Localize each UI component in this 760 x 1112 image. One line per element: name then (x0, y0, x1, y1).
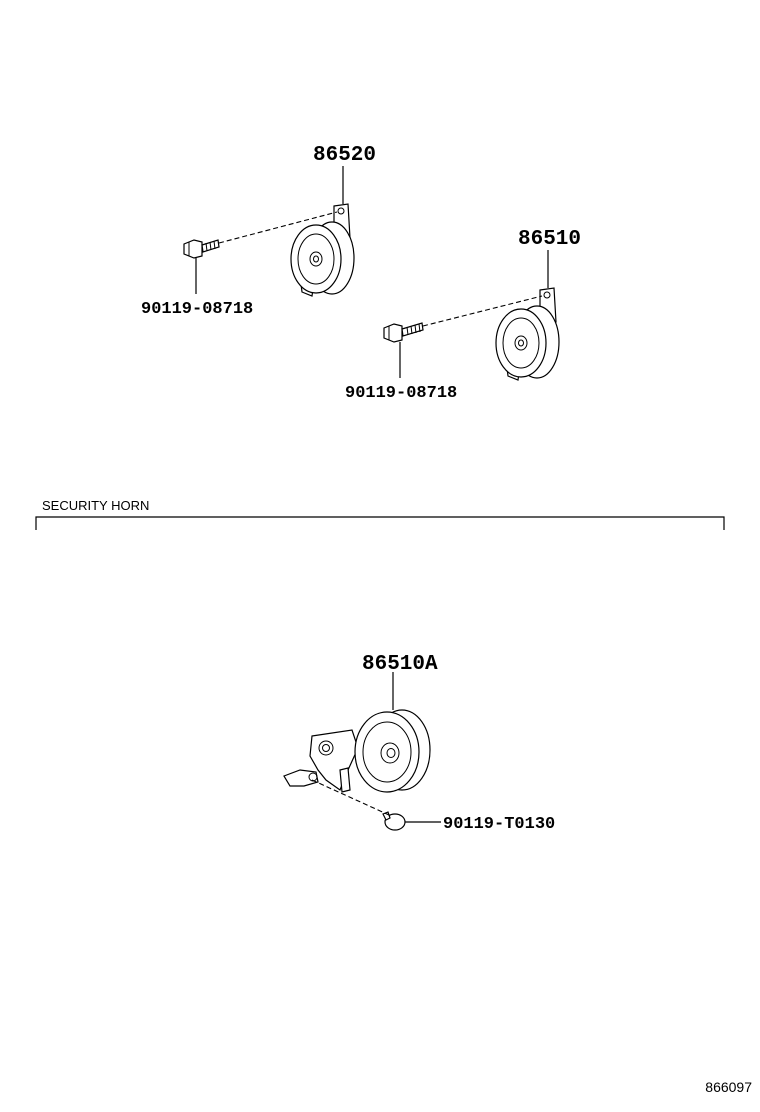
bolt-security[interactable] (382, 811, 406, 831)
assembly-line-middle (422, 295, 543, 327)
part-number-86510: 86510 (518, 228, 581, 251)
assembly-line-upper (218, 211, 338, 244)
horn-86520[interactable] (290, 203, 355, 297)
horn-86510[interactable] (495, 287, 560, 381)
section-title-security-horn: SECURITY HORN (42, 498, 149, 513)
horn-86510a[interactable] (283, 709, 431, 793)
section-bracket (35, 516, 725, 530)
bolt-middle[interactable] (383, 322, 424, 343)
part-number-bolt-security: 90119-T0130 (443, 815, 555, 834)
diagram-reference-number: 866097 (705, 1079, 752, 1095)
part-number-bolt-middle: 90119-08718 (345, 384, 457, 403)
part-number-bolt-upper: 90119-08718 (141, 300, 253, 319)
assembly-line-security (311, 779, 390, 816)
bolt-upper[interactable] (183, 239, 220, 259)
part-number-86510a: 86510A (362, 653, 438, 676)
part-number-86520: 86520 (313, 144, 376, 167)
